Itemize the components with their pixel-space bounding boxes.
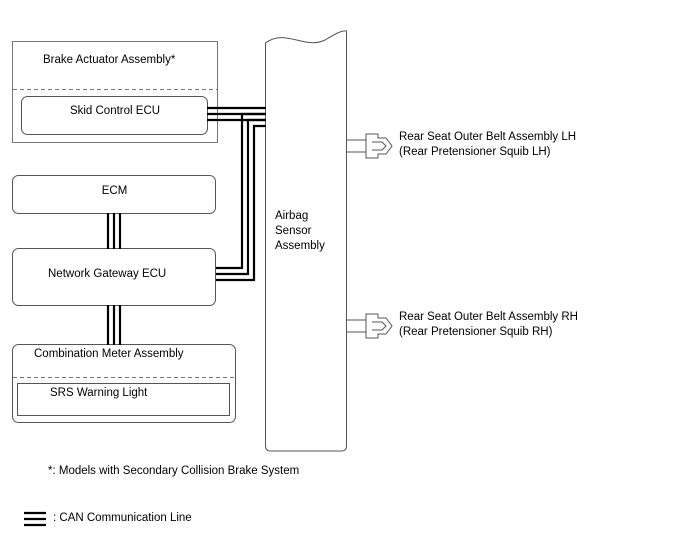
brake-actuator-label: Brake Actuator Assembly*: [43, 54, 176, 66]
squib-rh-connector: [347, 313, 393, 339]
squib-rh-label-2: (Rear Pretensioner Squib RH): [399, 326, 553, 338]
can-line-gateway-airbag: [216, 112, 266, 282]
can-line-legend-symbol: [24, 511, 46, 527]
squib-lh-connector: [347, 133, 393, 159]
can-line-gateway-meter: [106, 305, 122, 345]
squib-rh-label-1: Rear Seat Outer Belt Assembly RH: [399, 311, 578, 323]
squib-lh-label-1: Rear Seat Outer Belt Assembly LH: [399, 131, 577, 143]
footnote: *: Models with Secondary Collision Brake…: [48, 465, 300, 477]
srs-warning-light-box: [17, 383, 230, 416]
srs-warning-light-label: SRS Warning Light: [50, 387, 148, 399]
ecm-label: ECM: [101, 185, 128, 197]
skid-control-ecu-label: Skid Control ECU: [69, 105, 161, 117]
squib-lh-label-2: (Rear Pretensioner Squib LH): [399, 146, 551, 158]
airbag-sensor-label-3: Assembly: [275, 240, 325, 252]
skid-control-ecu-box: [21, 96, 208, 135]
airbag-sensor-label-2: Sensor: [275, 225, 312, 237]
network-gateway-ecu-label: Network Gateway ECU: [48, 268, 167, 280]
combination-meter-label: Combination Meter Assembly: [34, 348, 184, 360]
can-line-ecm-gateway: [106, 213, 122, 249]
legend-label: : CAN Communication Line: [53, 512, 192, 524]
airbag-sensor-label-1: Airbag: [275, 210, 309, 222]
airbag-sensor-box: [265, 30, 347, 452]
